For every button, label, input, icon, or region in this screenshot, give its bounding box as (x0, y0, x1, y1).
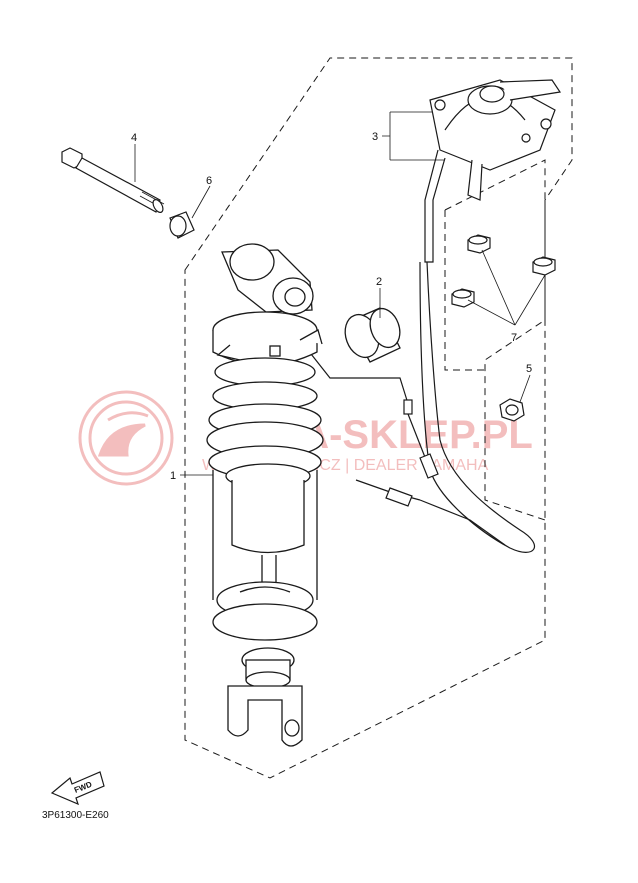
callout-1: 1 (170, 470, 176, 482)
watermark-logo (78, 390, 174, 486)
diagram-code: 3P61300-E260 (42, 810, 109, 821)
assembly-dashed-boundary (184, 57, 573, 779)
callout-6: 6 (206, 175, 212, 187)
callout-3: 3 (372, 131, 378, 143)
nut-part-5 (499, 398, 525, 422)
callout-4: 4 (131, 132, 137, 144)
callout-7: 7 (511, 332, 517, 344)
bushing-part-2 (344, 307, 401, 363)
shock-absorber-part-1 (206, 243, 324, 747)
collar-part-6 (169, 211, 195, 239)
callout-5: 5 (526, 363, 532, 375)
fwd-arrow-icon: FWD (50, 771, 105, 806)
leader-lines (134, 111, 546, 476)
adjuster-part-3 (424, 79, 562, 263)
nuts-part-7 (451, 234, 556, 308)
bolt-part-4 (61, 147, 165, 213)
callout-2: 2 (376, 276, 382, 288)
remote-hose (299, 261, 535, 553)
